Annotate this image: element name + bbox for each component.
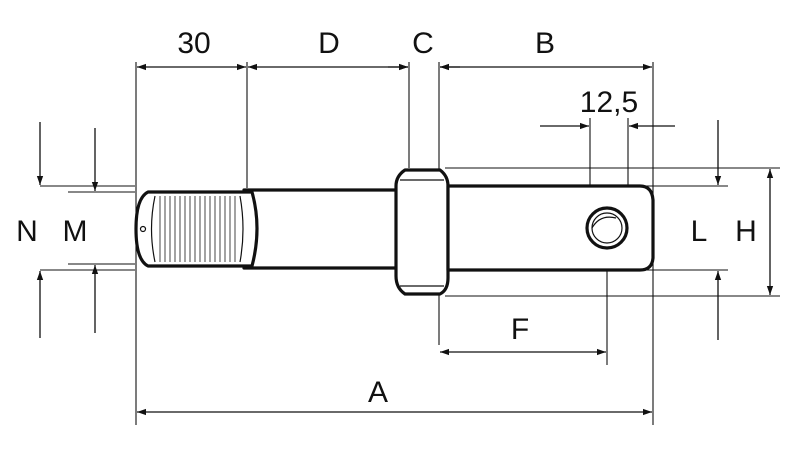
threaded-end [134,190,259,268]
thread-hatching [150,195,244,263]
thread-end-center-mark [139,225,147,233]
dimension-labels: 30 D C B 12,5 N M L H F A [16,27,757,409]
l-label: L [691,215,708,248]
d-label: D [318,27,340,60]
hole-offset-label: 12,5 [580,86,638,119]
c-label: C [412,27,434,60]
b-label: B [535,27,555,60]
pin-body [134,168,655,296]
n-label: N [16,215,38,248]
a-label: A [368,376,388,409]
collar [394,168,450,296]
cross-hole [585,206,629,250]
m-label: M [63,215,88,248]
h-label: H [735,215,757,248]
pin-head [446,184,655,272]
f-label: F [511,313,529,346]
pin-shank [242,188,406,270]
thread-length-label: 30 [177,27,210,60]
